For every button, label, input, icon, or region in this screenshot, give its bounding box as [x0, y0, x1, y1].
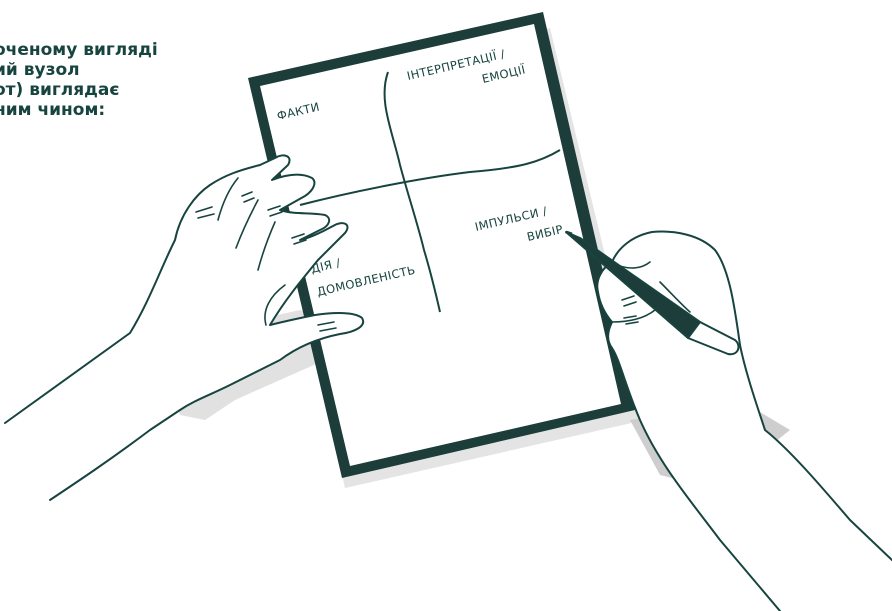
worksheet-vertical-divider — [383, 71, 441, 313]
intro-line-2: ий вузол — [0, 60, 80, 80]
intro-line-4: ним чином: — [0, 100, 106, 120]
pen — [565, 230, 740, 356]
left-hand — [4, 154, 365, 501]
right-hand — [596, 230, 892, 611]
intro-line-3: от) виглядає — [0, 80, 120, 100]
intro-line-1: оченому вигляді — [0, 40, 158, 60]
left-hand-details — [195, 177, 337, 332]
worksheet-horizontal-divider — [299, 149, 561, 206]
worksheet-paper — [260, 24, 621, 466]
intro-text: оченому вигляді ий вузол от) виглядає ни… — [0, 40, 214, 120]
